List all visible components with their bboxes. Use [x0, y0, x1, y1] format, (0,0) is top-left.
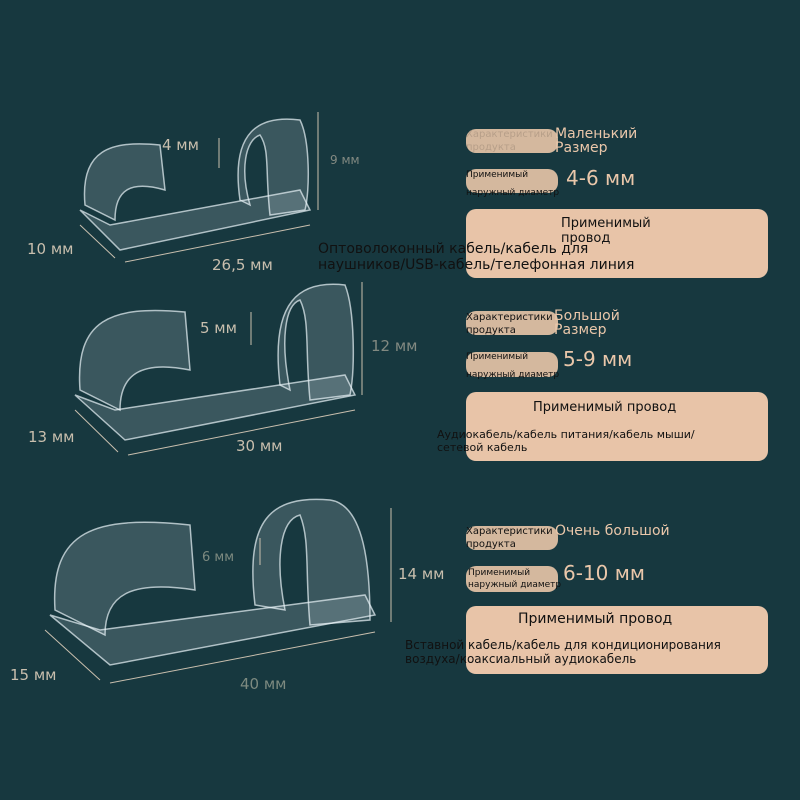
feature-value: Очень большой	[555, 523, 670, 539]
feature-value: Маленький Размер	[555, 126, 638, 156]
wire-title: Применимый провод	[561, 216, 651, 246]
diameter-pill	[466, 169, 558, 193]
diameter-value: 6-10 мм	[563, 561, 645, 585]
length-label: 30 мм	[236, 437, 283, 455]
wire-list: Оптоволоконный кабель/кабель для наушник…	[318, 241, 635, 273]
feature-pill	[466, 526, 558, 550]
wire-box	[466, 606, 768, 674]
feature-pill	[466, 129, 558, 153]
diameter-label: Применимый наружный диаметр	[468, 568, 562, 590]
wire-box	[466, 209, 768, 278]
feature-pill	[466, 311, 558, 335]
feature-value: Большой Размер	[554, 308, 620, 338]
small-clip-image	[79, 118, 312, 251]
width-label: 15 мм	[10, 666, 57, 684]
wire-list: Аудиокабель/кабель питания/кабель мыши/с…	[437, 428, 695, 454]
diameter-value: 5-9 мм	[563, 347, 633, 371]
length-label: 26,5 мм	[212, 256, 273, 274]
length-label: 40 мм	[240, 675, 287, 693]
width-label: 13 мм	[28, 428, 75, 446]
height-label: 5 мм	[200, 319, 237, 337]
side-label: 9 мм	[330, 153, 360, 167]
diameter-label: Применимый наружный диаметр	[466, 170, 560, 198]
height-label: 4 мм	[162, 136, 199, 154]
feature-label: Характеристики продукта	[466, 129, 553, 153]
side-label: 12 мм	[371, 337, 418, 355]
dimension-arrows	[44, 112, 392, 684]
medium-clip-image	[74, 283, 357, 441]
diameter-pill	[466, 352, 558, 377]
large-clip-image	[49, 498, 377, 666]
side-label: 14 мм	[398, 565, 445, 583]
feature-label: Характеристики продукта	[466, 312, 553, 336]
width-label: 10 мм	[27, 240, 74, 258]
diameter-value: 4-6 мм	[566, 166, 636, 190]
feature-label: Характеристики продукта	[466, 526, 553, 550]
wire-title: Применимый провод	[533, 400, 677, 415]
wire-box	[466, 392, 768, 461]
wire-list: Вставной кабель/кабель для кондициониров…	[405, 638, 721, 666]
diameter-label: Применимый наружный диаметр	[466, 352, 560, 380]
wire-title: Применимый провод	[518, 611, 673, 627]
height-label: 6 мм	[202, 550, 235, 565]
diameter-pill	[466, 566, 558, 592]
